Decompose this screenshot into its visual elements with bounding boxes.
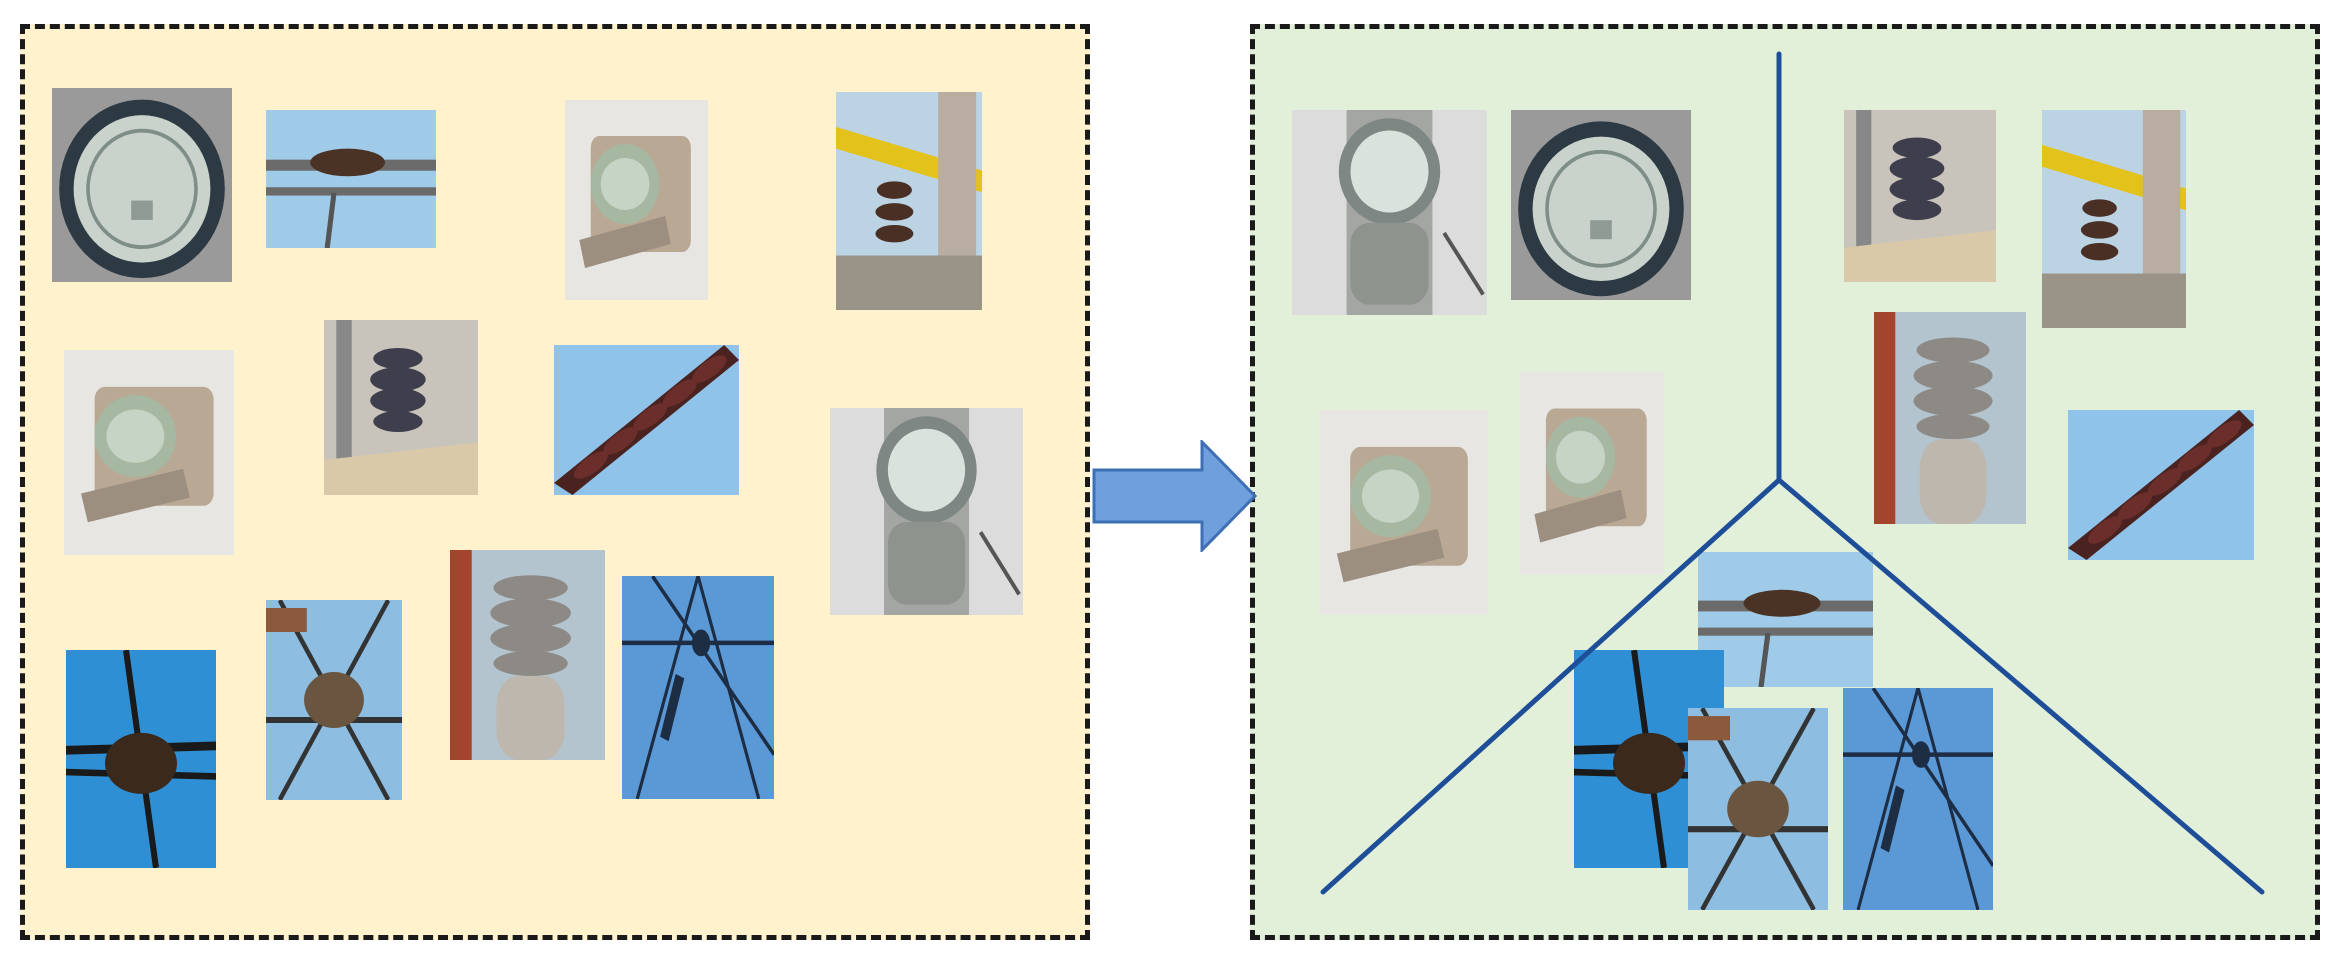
photo-gauge-square-2: [64, 350, 234, 555]
insulator-cluster-photo-1: [1844, 110, 1996, 282]
gauge-cluster-photo-3: [1320, 410, 1488, 615]
photo-gauge-round-1: [52, 88, 232, 282]
photo-bird-nest-tower-2: [266, 600, 402, 800]
gauge-cluster-photo-2: [1511, 110, 1691, 300]
photo-insulator-dark-1: [324, 320, 478, 495]
photo-insulator-yellow-beam: [836, 92, 982, 310]
bird-nest-cluster-photo-4: [1843, 688, 1993, 910]
bird-nest-cluster-photo-3: [1688, 708, 1828, 910]
photo-bird-nest-tower-1: [266, 110, 436, 248]
photo-insulator-grey-stack: [450, 550, 605, 760]
insulator-cluster-photo-4: [2068, 410, 2254, 560]
insulator-cluster-photo-3: [1874, 312, 2026, 524]
photo-bird-nest-blue-1: [66, 650, 216, 868]
photo-gauge-square-1: [565, 100, 708, 300]
photo-gauge-column-1: [830, 408, 1023, 615]
bird-nest-cluster-photo-1: [1698, 552, 1873, 687]
photo-insulator-red-diagonal: [554, 345, 739, 495]
insulator-cluster-photo-2: [2042, 110, 2186, 328]
gauge-cluster-photo-4: [1520, 372, 1664, 575]
gauge-cluster-photo-1: [1292, 110, 1487, 315]
right-arrow-icon: [1092, 440, 1257, 552]
photo-tower-lattice-blue: [622, 576, 774, 799]
